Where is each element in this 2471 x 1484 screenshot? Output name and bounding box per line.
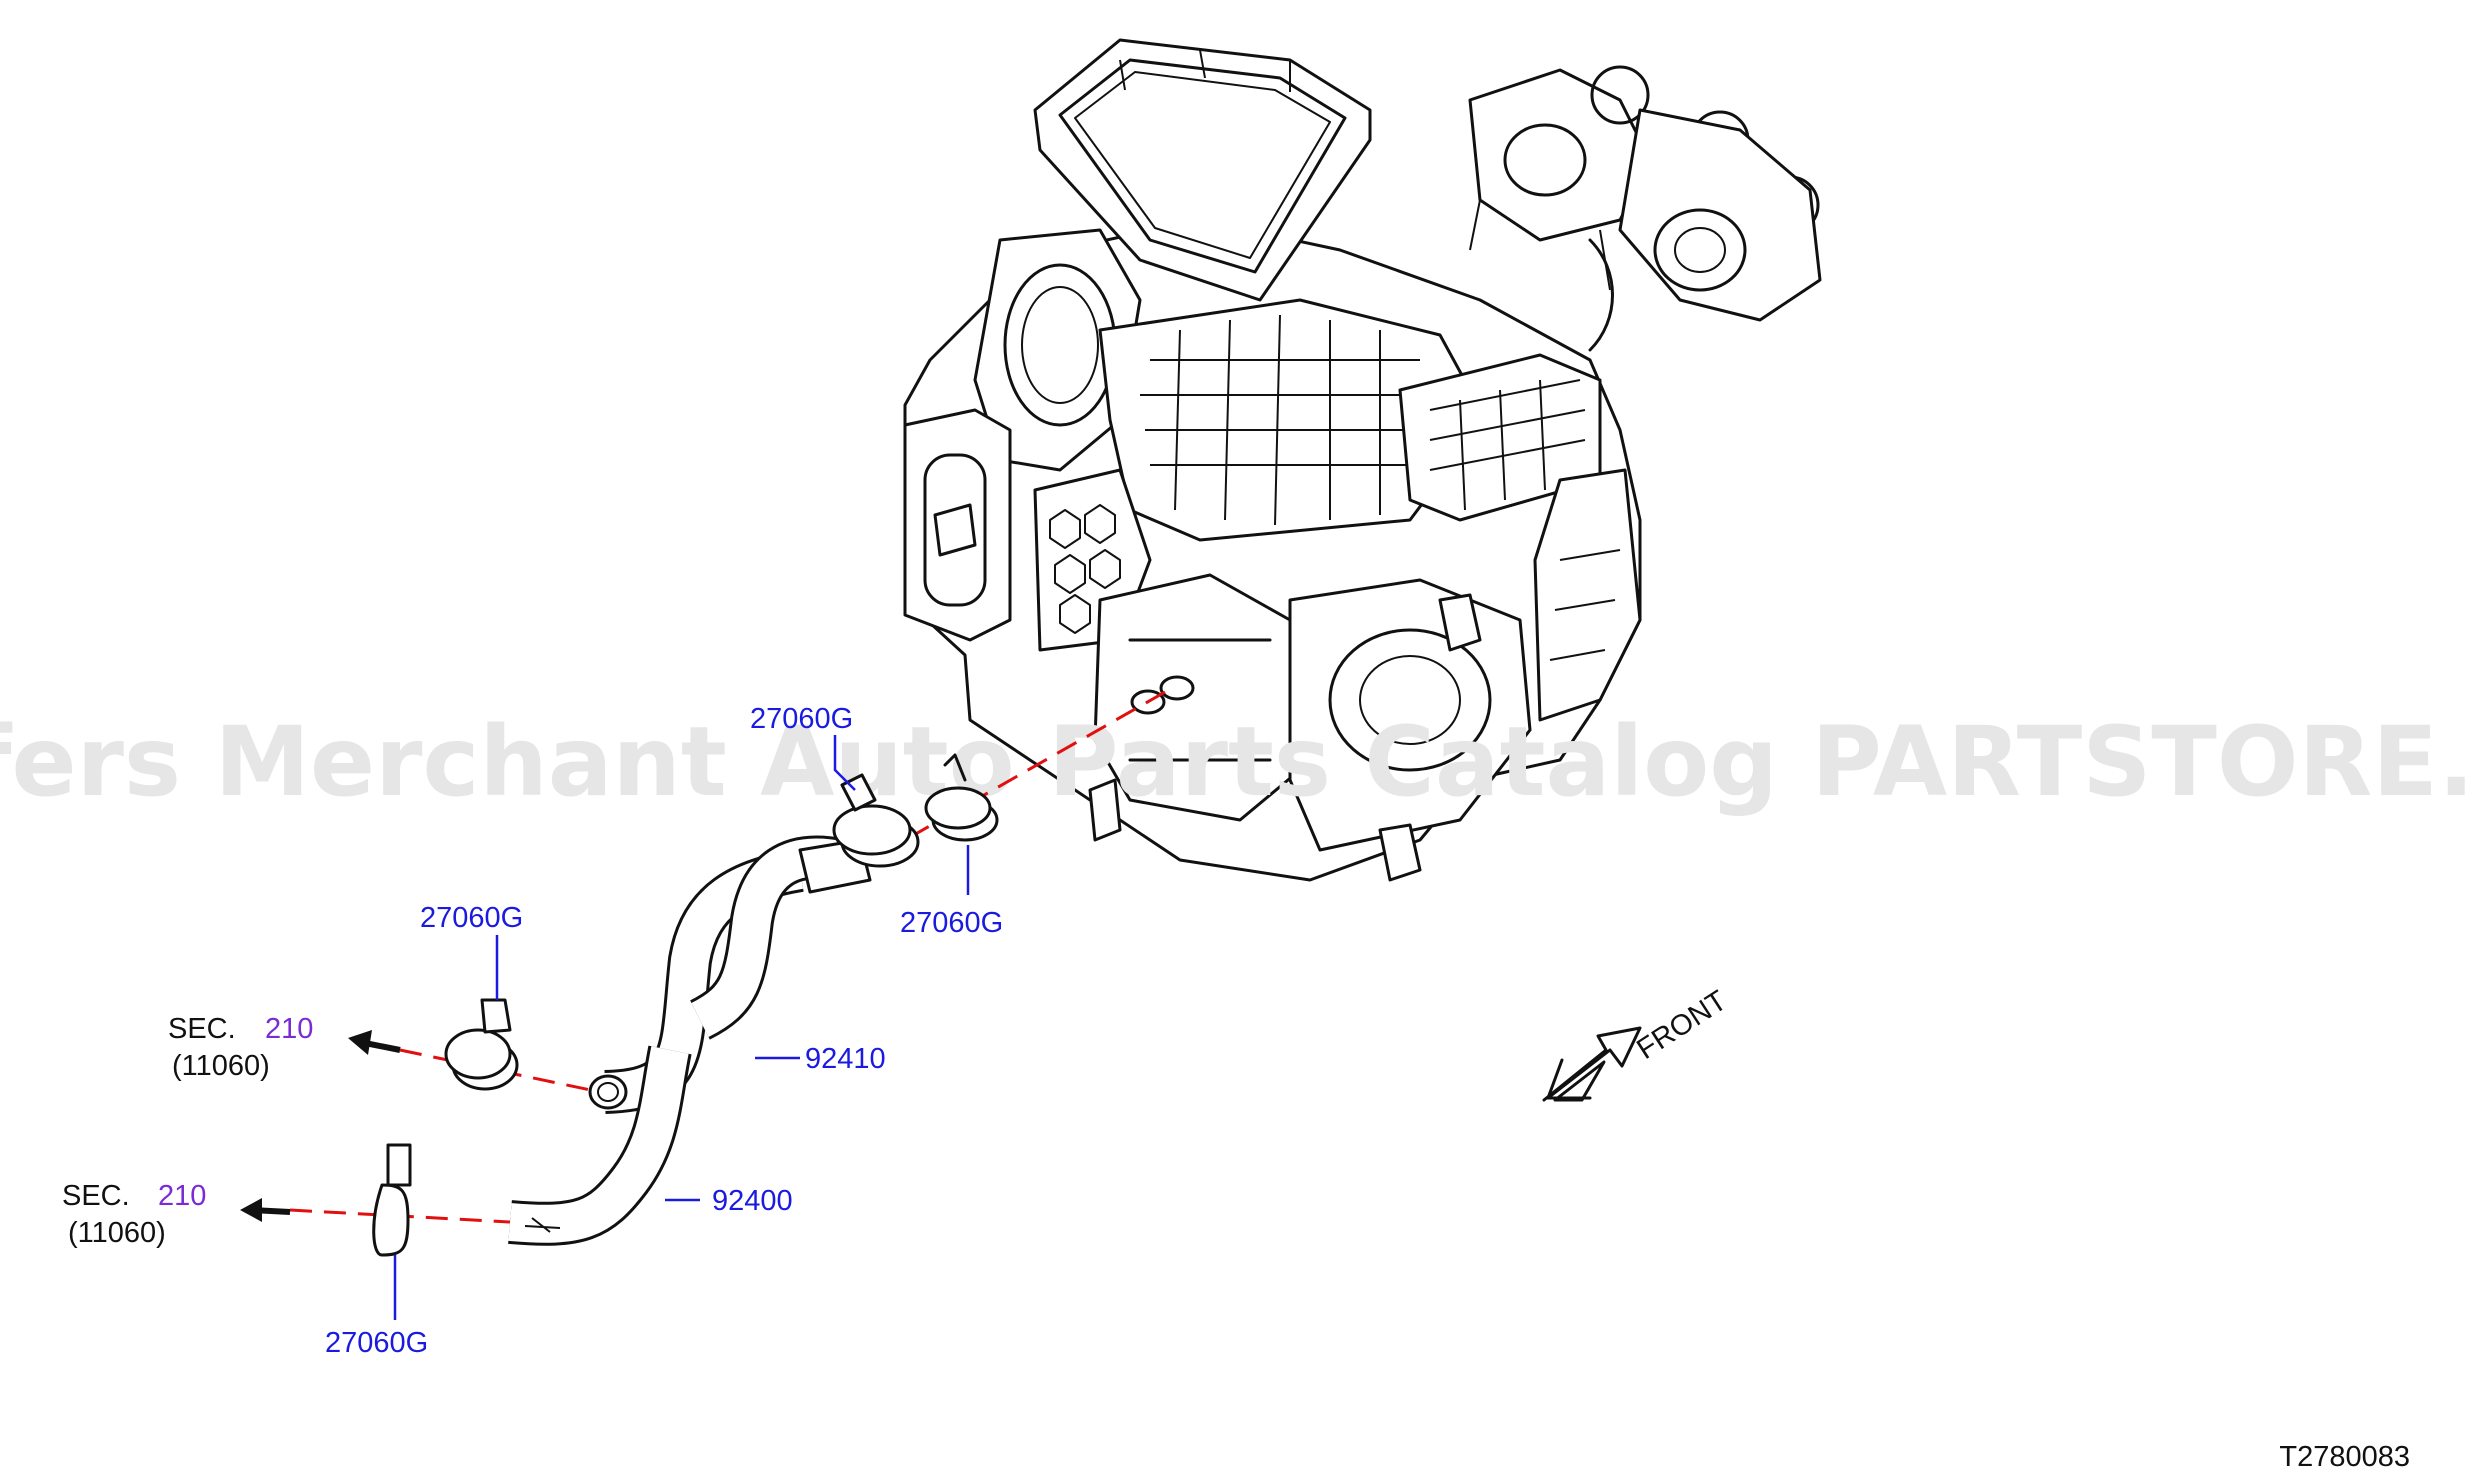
clamp-27060g-lower-hose[interactable] [372, 1143, 412, 1257]
heater-pipe-connection-line [869, 690, 1166, 862]
label-27060g-top-left[interactable]: 27060G [750, 703, 853, 735]
clamp-27060g-upper-hose[interactable] [444, 998, 519, 1091]
section-ref-upper[interactable]: SEC. 210 (11060) [168, 1013, 313, 1082]
label-27060g-upper-hose[interactable]: 27060G [420, 902, 523, 934]
leader-lines [393, 735, 970, 1320]
section-sub: (11060) [68, 1217, 166, 1249]
label-27060g-lower-hose[interactable]: 27060G [325, 1327, 428, 1359]
label-92400[interactable]: 92400 [712, 1185, 793, 1217]
hose-92400[interactable] [508, 1045, 692, 1246]
section-arrow-upper [348, 1030, 401, 1055]
front-label: FRONT [1631, 984, 1732, 1065]
watermark-text: Offers Merchant Auto Parts Catalog PARTS… [0, 706, 2471, 818]
clamp-27060g-top-right[interactable] [924, 753, 999, 842]
section-prefix: SEC. [168, 1013, 236, 1045]
label-27060g-top-right[interactable]: 27060G [900, 907, 1003, 939]
front-arrow-icon [1542, 1026, 1642, 1102]
section-arrow-lower [240, 1198, 291, 1222]
diagram-code: T2780083 [2279, 1441, 2410, 1473]
label-92410[interactable]: 92410 [805, 1043, 886, 1075]
clamp-27060g-top-left[interactable] [832, 773, 920, 868]
section-ref-lower[interactable]: SEC. 210 (11060) [62, 1180, 206, 1249]
section-number[interactable]: 210 [158, 1180, 206, 1212]
heater-unit-assembly [903, 38, 1822, 882]
section-sub: (11060) [172, 1050, 270, 1082]
section-number[interactable]: 210 [265, 1013, 313, 1045]
section-prefix: SEC. [62, 1180, 130, 1212]
